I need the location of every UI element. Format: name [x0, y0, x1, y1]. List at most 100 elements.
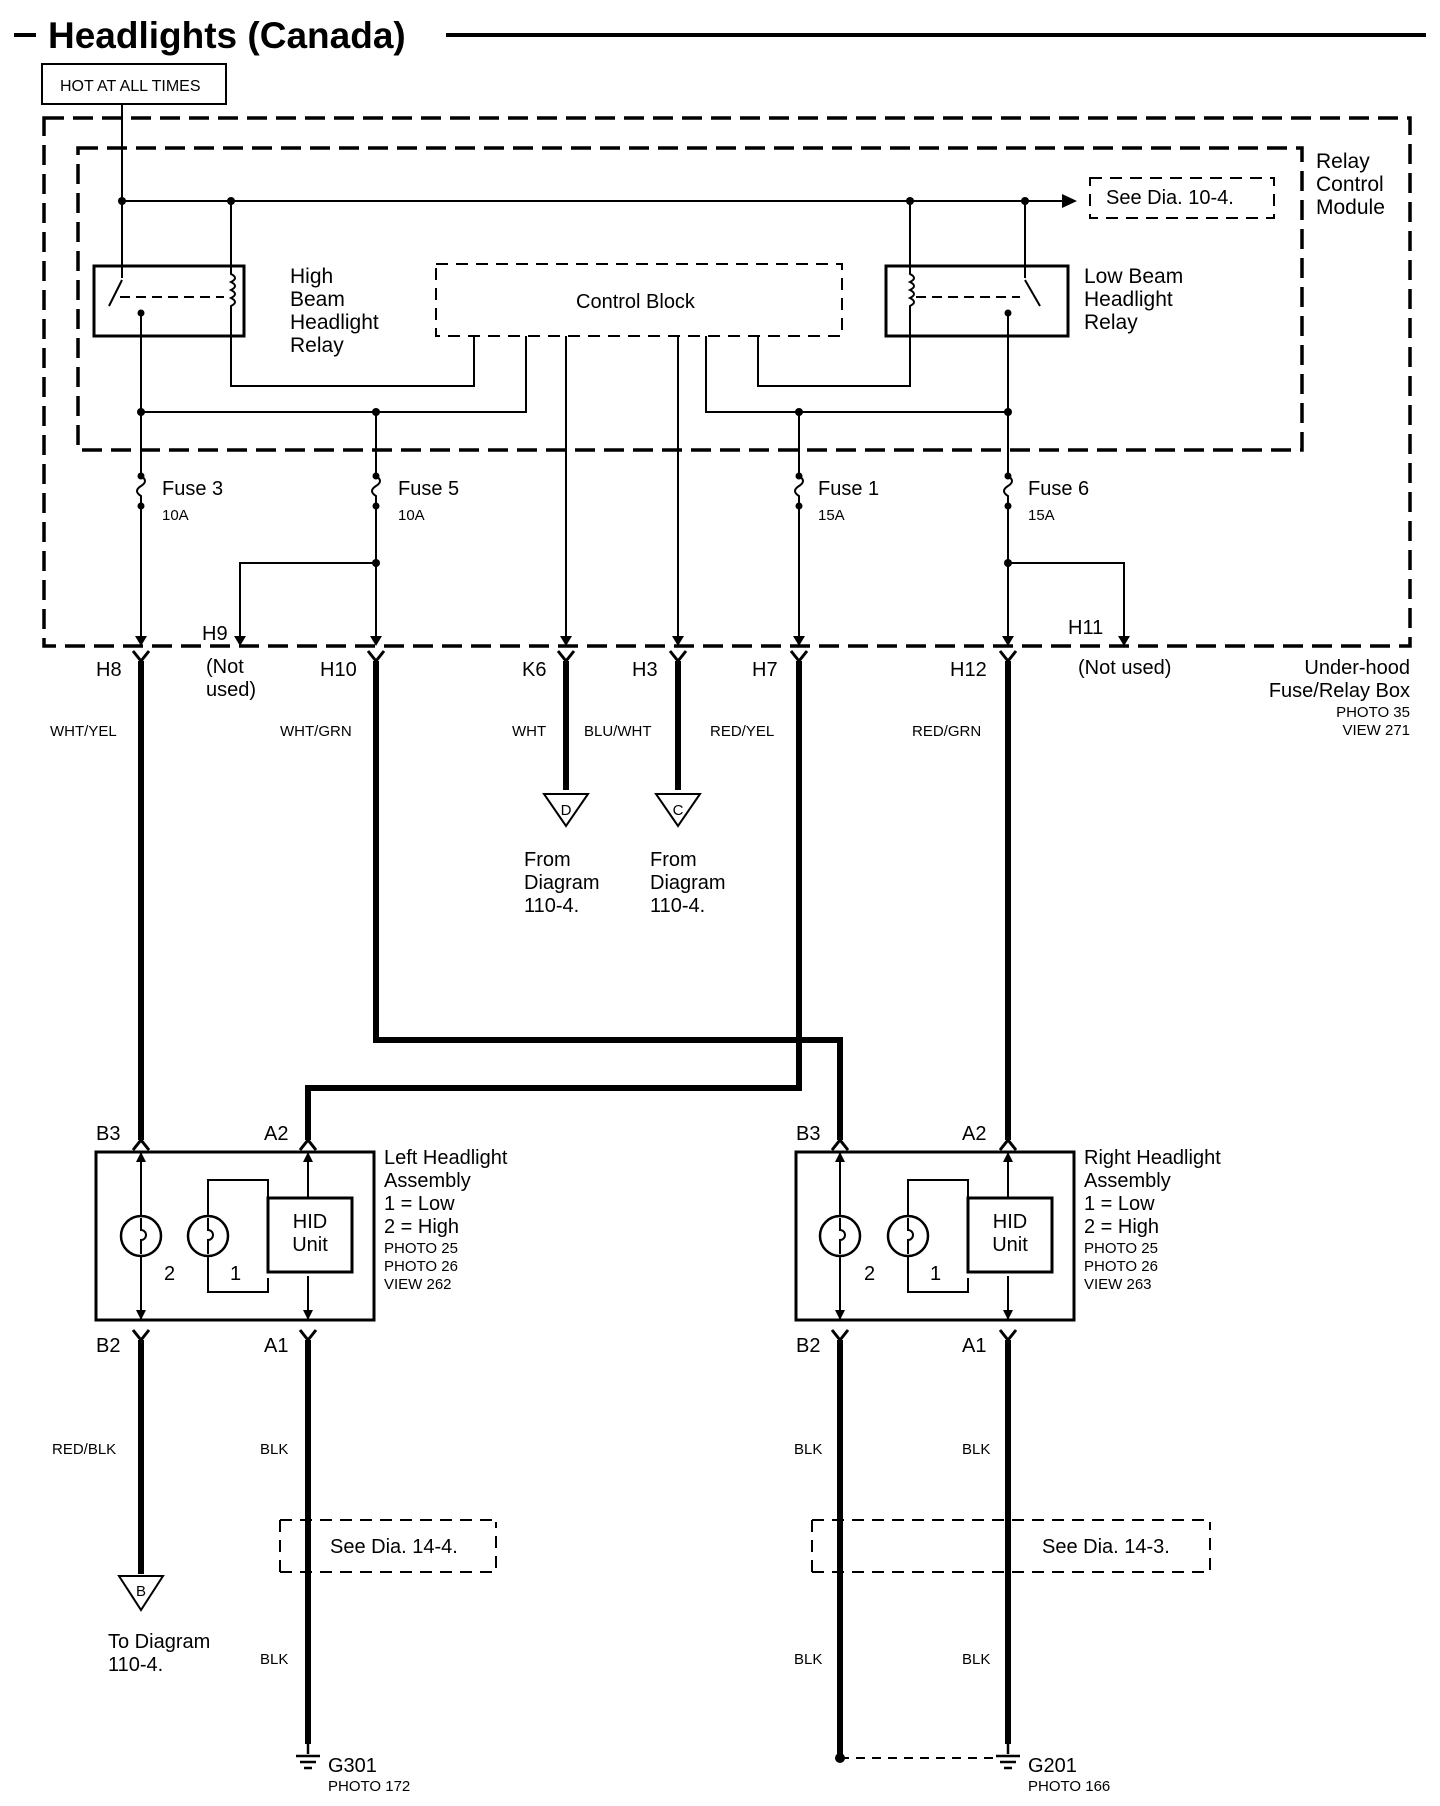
from-d-label-3: 110-4. — [524, 895, 579, 917]
left-bulb-num-1: 1 — [230, 1263, 241, 1285]
right-headlight-label-4: 2 = High — [1084, 1216, 1159, 1238]
high-beam-relay-label-4: Relay — [290, 334, 344, 357]
right-high-beam-bulb-icon — [886, 1214, 930, 1258]
relay-module-label-1: Relay — [1316, 150, 1370, 173]
from-d-letter: D — [561, 802, 572, 819]
left-headlight-photo-1: PHOTO 25 — [384, 1240, 458, 1257]
right-hid-label-2: Unit — [992, 1234, 1028, 1256]
left-pin-a2: A2 — [264, 1123, 288, 1145]
high-beam-relay-symbol — [108, 201, 236, 336]
from-d-triangle — [542, 793, 590, 828]
right-headlight-label-3: 1 = Low — [1084, 1193, 1155, 1215]
right-low-beam-bulb-icon — [818, 1214, 862, 1258]
left-high-beam-bulb-icon — [186, 1214, 230, 1258]
connector-h12: H12 — [950, 659, 987, 681]
from-d-label-2: Diagram — [524, 872, 600, 894]
to-b-label-1: To Diagram — [108, 1631, 210, 1653]
from-c-label-1: From — [650, 849, 697, 871]
hot-bus-arrow — [1062, 194, 1077, 208]
fuse-box-photo: PHOTO 35 — [1336, 704, 1410, 721]
to-b-label-2: 110-4. — [108, 1654, 163, 1676]
right-pin-a2: A2 — [962, 1123, 986, 1145]
wire-h10 — [373, 661, 843, 1140]
right-pin-b3: B3 — [796, 1123, 820, 1145]
wire-color-k6: WHT — [512, 723, 546, 740]
right-headlight-view: VIEW 263 — [1084, 1276, 1152, 1293]
relay-module-label-2: Control — [1316, 173, 1384, 196]
from-c-letter: C — [673, 802, 684, 819]
from-c-triangle — [654, 793, 702, 828]
left-hid-label-1: HID — [293, 1211, 327, 1233]
left-hid-label-2: Unit — [292, 1234, 328, 1256]
wire-color-h10: WHT/GRN — [280, 723, 352, 740]
g201-label: G201 — [1028, 1755, 1077, 1777]
k6-arrow — [560, 636, 572, 646]
fuse-3-name: Fuse 3 — [162, 478, 223, 500]
wire-color-left-a1-lower: BLK — [260, 1651, 288, 1668]
hot-at-all-times-label: HOT AT ALL TIMES — [60, 78, 201, 95]
right-hid-label-1: HID — [993, 1211, 1027, 1233]
ground-g201-icon — [996, 1744, 1020, 1770]
left-low-beam-bulb-icon — [119, 1214, 163, 1258]
wire-color-h3: BLU/WHT — [584, 723, 652, 740]
fuse-1-name: Fuse 1 — [818, 478, 879, 500]
g201-photo: PHOTO 166 — [1028, 1778, 1110, 1795]
see-dia-10-4-label: See Dia. 10-4. — [1106, 187, 1234, 209]
not-used-h9-2: used) — [206, 679, 256, 701]
fuse-1-column — [793, 412, 805, 646]
fuse-1-rating: 15A — [818, 507, 845, 524]
low-beam-relay-label-2: Headlight — [1084, 288, 1173, 311]
right-headlight-internals — [835, 1152, 1013, 1320]
fuse-5-column — [234, 412, 382, 646]
right-hid-unit-box — [966, 1196, 1054, 1274]
connector-k6: K6 — [522, 659, 546, 681]
fuse-6-column — [1002, 412, 1130, 646]
connector-h7: H7 — [752, 659, 778, 681]
under-hood-fuse-box-outline — [42, 116, 1412, 648]
g301-photo: PHOTO 172 — [328, 1778, 410, 1795]
connector-h11: H11 — [1068, 617, 1103, 639]
low-relay-coil-to-control — [757, 336, 911, 387]
left-headlight-label-4: 2 = High — [384, 1216, 459, 1238]
control-to-low-bus — [705, 336, 1008, 413]
fuse-3-column — [135, 412, 147, 646]
right-bulb-num-1: 1 — [930, 1263, 941, 1285]
left-headlight-label-3: 1 = Low — [384, 1193, 455, 1215]
hot-at-all-times-box — [41, 63, 227, 105]
high-relay-coil-to-control — [230, 336, 475, 387]
from-c-label-2: Diagram — [650, 872, 726, 894]
connector-h10: H10 — [320, 659, 357, 681]
left-pin-b2: B2 — [96, 1335, 120, 1357]
fuse-box-label-1: Under-hood — [1304, 657, 1410, 679]
control-block-label: Control Block — [576, 291, 696, 313]
g301-label: G301 — [328, 1755, 377, 1777]
right-headlight-photo-1: PHOTO 25 — [1084, 1240, 1158, 1257]
wire-h7 — [305, 661, 802, 1140]
wire-color-right-a1-lower: BLK — [962, 1651, 990, 1668]
page-title: Headlights (Canada) — [48, 15, 406, 56]
to-b-triangle — [117, 1575, 165, 1612]
fuse-box-view: VIEW 271 — [1342, 722, 1410, 739]
fuse-6-rating: 15A — [1028, 507, 1055, 524]
from-d-label-1: From — [524, 849, 571, 871]
see-dia-14-3-label: See Dia. 14-3. — [1042, 1536, 1170, 1558]
not-used-h9-1: (Not — [206, 656, 244, 678]
left-headlight-photo-2: PHOTO 26 — [384, 1258, 458, 1275]
high-beam-relay-box — [92, 264, 246, 338]
relay-control-module-outline — [76, 146, 1304, 452]
fuse-5-rating: 10A — [398, 507, 425, 524]
right-headlight-photo-2: PHOTO 26 — [1084, 1258, 1158, 1275]
control-block-box — [435, 263, 843, 337]
fuse-box-label-2: Fuse/Relay Box — [1269, 680, 1410, 702]
see-dia-10-4-box — [1089, 177, 1275, 219]
left-headlight-label-1: Left Headlight — [384, 1147, 508, 1169]
right-pin-b2: B2 — [796, 1335, 820, 1357]
high-beam-relay-label-2: Beam — [290, 288, 345, 311]
wire-color-h12: RED/GRN — [912, 723, 981, 740]
low-beam-relay-label-3: Relay — [1084, 311, 1138, 334]
connector-h9: H9 — [202, 623, 228, 645]
see-dia-14-3-bracket — [811, 1519, 1211, 1573]
right-headlight-label-1: Right Headlight — [1084, 1147, 1221, 1169]
wire-color-left-a1: BLK — [260, 1441, 288, 1458]
see-dia-14-4-bracket — [279, 1519, 497, 1573]
